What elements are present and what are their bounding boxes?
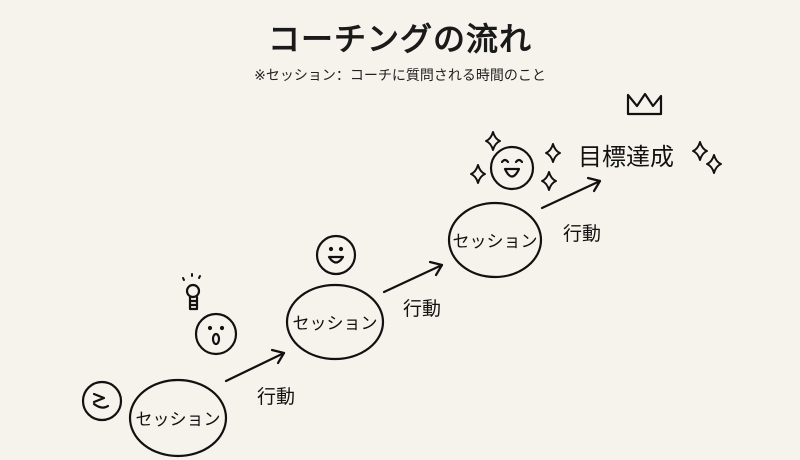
page-title: コーチングの流れ (267, 20, 532, 58)
crown-icon (626, 92, 663, 116)
arrow-2 (382, 260, 444, 294)
session-label-3: セッション (453, 232, 538, 252)
sparkle-icons (470, 131, 722, 191)
face-very-happy-icon (489, 145, 535, 191)
face-happy-icon (315, 234, 357, 276)
session-bubble-2: セッション (285, 283, 385, 361)
action-label-3: 行動 (563, 223, 601, 245)
session-bubble-1: セッション (128, 378, 228, 458)
face-surprised-icon (194, 312, 238, 356)
arrow-1 (224, 348, 286, 383)
action-label-1: 行動 (257, 386, 295, 408)
arrow-3 (540, 176, 602, 210)
lightbulb-icon (182, 273, 201, 311)
face-troubled-icon (81, 380, 123, 422)
session-label-1: セッション (136, 410, 221, 430)
subtitle-note: ※セッション：コーチに質問される時間のこと (254, 68, 546, 84)
session-bubble-3: セッション (447, 201, 543, 279)
session-label-2: セッション (293, 314, 378, 334)
goal-label: 目標達成 (578, 143, 674, 171)
action-label-2: 行動 (403, 298, 441, 320)
